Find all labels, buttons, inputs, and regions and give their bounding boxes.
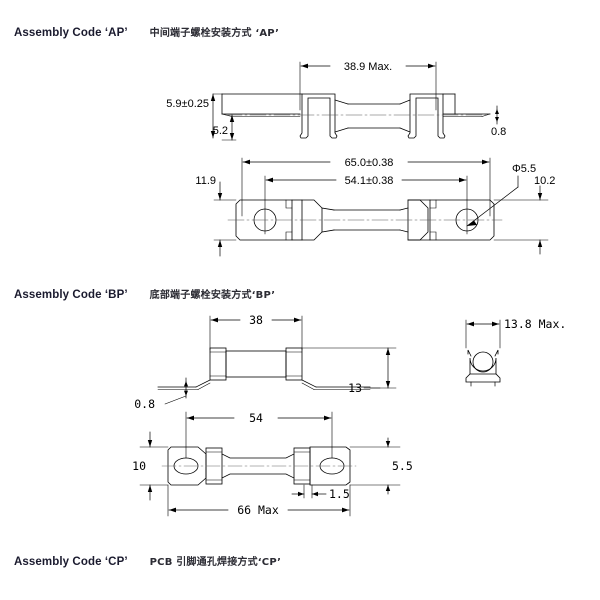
dim-ap-hole-centers: 54.1±0.38	[345, 175, 394, 187]
assembly-code-label-bp: Assembly Code ‘BP’	[14, 289, 128, 301]
section-header-cp: Assembly Code ‘CP’ PCB 引脚通孔焊接方式‘CP’	[14, 553, 281, 568]
section-header-bp: Assembly Code ‘BP’ 底部端子螺栓安装方式‘BP’	[14, 286, 275, 301]
dim-ap-length-max: 38.9 Max.	[344, 61, 392, 73]
dim-ap-body-height: 5.9±0.25	[166, 98, 209, 110]
dim-ap-tab-width: 11.9	[195, 175, 216, 187]
assembly-code-label-cp: Assembly Code ‘CP’	[14, 556, 128, 568]
dim-bp-tab-width: 10	[132, 459, 146, 473]
assembly-code-label-ap: Assembly Code ‘AP’	[14, 27, 128, 39]
dim-bp-tab-height: 5.5	[392, 459, 413, 473]
dim-ap-tab-height: 10.2	[534, 175, 555, 187]
dim-bp-cap-gap: 1.5	[329, 487, 350, 501]
dim-bp-body-length: 38	[249, 313, 263, 327]
dim-ap-lead-thickness: 0.8	[491, 126, 506, 138]
dim-ap-overall-length: 65.0±0.38	[345, 157, 394, 169]
assembly-description-cp: PCB 引脚通孔焊接方式‘CP’	[149, 557, 282, 568]
dim-bp-overall-height: 13	[348, 381, 362, 395]
section-header-ap: Assembly Code ‘AP’ 中间端子螺栓安装方式 ‘AP’	[14, 24, 279, 39]
drawing-bp: 38	[132, 313, 566, 517]
drawing-ap: 38.9 Max.	[166, 61, 555, 257]
assembly-description-bp: 底部端子螺栓安装方式‘BP’	[149, 290, 276, 301]
dim-bp-lead-thickness: 0.8	[134, 397, 155, 411]
dim-ap-hole-diameter: Φ5.5	[512, 163, 536, 175]
dim-bp-end-width: 13.8 Max.	[504, 317, 566, 331]
dim-ap-lead-height: 5.2	[213, 125, 228, 137]
dim-bp-overall-length: 66 Max	[237, 503, 279, 517]
dim-bp-hole-centers: 54	[249, 411, 263, 425]
assembly-description-ap: 中间端子螺栓安装方式 ‘AP’	[149, 28, 280, 39]
